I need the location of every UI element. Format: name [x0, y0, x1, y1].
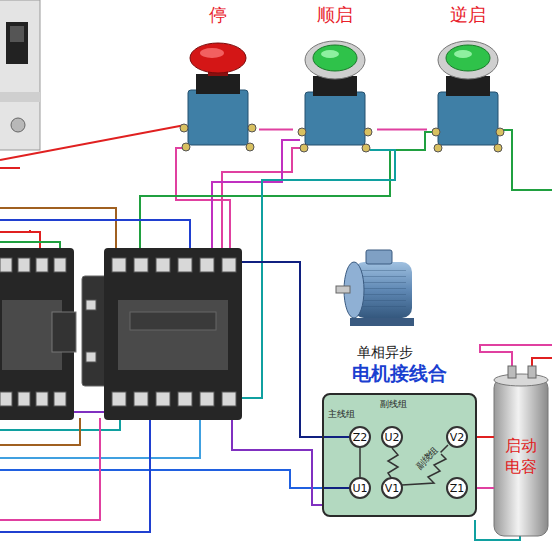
circuit-breaker: [0, 0, 40, 150]
node-label: 逆启: [427, 4, 509, 26]
contactor-left: [0, 248, 76, 420]
winding-label: 主线组: [328, 408, 355, 421]
contactor-right: [82, 248, 242, 420]
motor-illustration: [336, 250, 414, 326]
terminal-circle: V1: [381, 477, 403, 499]
capacitor-body: [494, 366, 548, 536]
node-label: Z2: [353, 432, 368, 443]
winding-label: 副线组: [380, 398, 407, 411]
node-label: U1: [352, 483, 367, 494]
node-label: 停: [177, 4, 259, 26]
terminal-box: 电机接线合主线组副线组副绕组Z2U2V2U1V1Z1: [322, 360, 477, 517]
terminal-circle: V2: [446, 426, 468, 448]
node-label: 启动电容: [503, 436, 538, 478]
node-label: U2: [384, 432, 399, 443]
node-label: 顺启: [293, 4, 377, 26]
stop-button: [180, 43, 256, 151]
node-label: 电机接线合: [322, 362, 477, 385]
forward-start-button: [298, 41, 372, 152]
terminal-circle: Z2: [349, 426, 371, 448]
terminal-circle: Z1: [446, 477, 468, 499]
node-label: 单相异步: [357, 344, 413, 362]
start-button: 逆启: [427, 2, 509, 152]
reverse-start-button: [432, 41, 504, 152]
motor: 单相异步: [330, 244, 440, 362]
start-capacitor: 启动电容: [494, 378, 548, 536]
wire-connector: [377, 129, 427, 131]
stop-button: 停: [177, 2, 259, 152]
wires: [0, 125, 552, 540]
node-label: V2: [450, 432, 465, 443]
start-button: 顺启: [293, 2, 377, 152]
terminal-circle: U1: [349, 477, 371, 499]
node-label: Z1: [450, 483, 465, 494]
terminal-circle: U2: [381, 426, 403, 448]
node-label: V1: [385, 483, 400, 494]
wire-connector: [259, 129, 293, 131]
